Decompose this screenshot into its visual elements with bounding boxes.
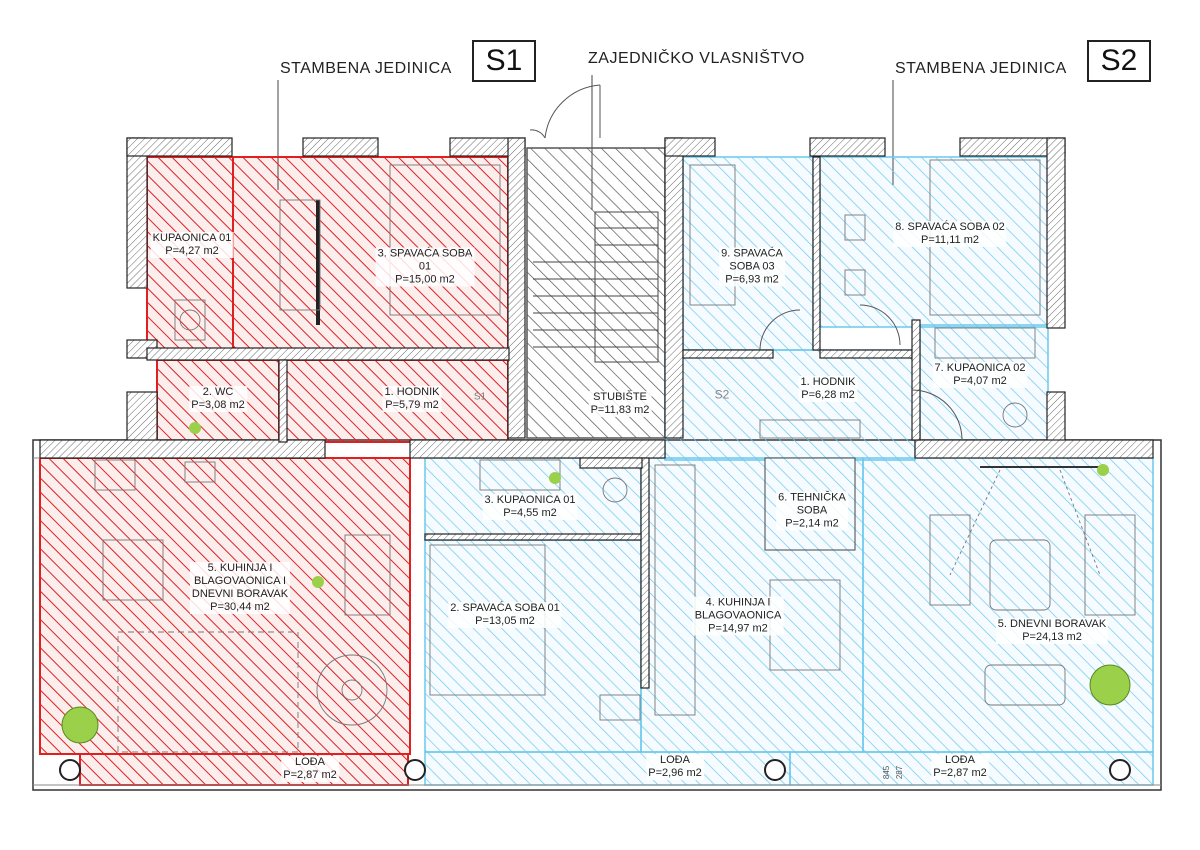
room-name: STUBIŠTE — [593, 391, 647, 403]
room-name: 3. KUPAONICA 01 — [484, 494, 576, 506]
room-label-s2-loda1: LOĐA P=2,96 m2 — [646, 754, 704, 780]
unit-tag-s2: S2 — [714, 387, 730, 402]
room-name: 8. SPAVAĆA SOBA 02 — [895, 221, 1005, 233]
unit-right-title: STAMBENA JEDINICA — [895, 60, 1067, 77]
room-name: 3. SPAVAĆA SOBA — [377, 247, 473, 260]
room-area: P=3,08 m2 — [191, 399, 245, 411]
dimension-label: 287 — [895, 765, 905, 780]
room-label-s2-tehnicka: 6. TEHNIČKA SOBA P=2,14 m2 — [776, 491, 848, 531]
room-area: P=6,28 m2 — [801, 389, 855, 401]
room-name: 1. HODNIK — [384, 386, 440, 398]
stubiste-zone — [526, 147, 666, 439]
room-name: 9. SPAVAĆA — [721, 247, 783, 260]
room-area: P=14,97 m2 — [708, 622, 768, 635]
dimension-label: 845 — [882, 765, 892, 780]
room-name-line2: SOBA 03 — [729, 260, 775, 273]
columns — [59, 759, 1131, 781]
room-name-line2: SOBA — [796, 504, 828, 517]
railings — [33, 457, 1161, 786]
room-name-line2: 01 — [418, 260, 432, 273]
room-area: P=2,87 m2 — [283, 769, 337, 781]
room-name: 5. DNEVNI BORAVAK — [997, 618, 1107, 630]
room-name: 5. KUHINJA I — [207, 562, 273, 574]
room-area: P=2,87 m2 — [933, 767, 987, 779]
room-label-s2-spavaca01: 2. SPAVAĆA SOBA 01 P=13,05 m2 — [448, 602, 562, 628]
room-label-s2-spavaca03: 9. SPAVAĆA SOBA 03 P=6,93 m2 — [719, 247, 785, 287]
room-name: 2. WC — [202, 386, 234, 398]
room-name: 4. KUHINJA I — [705, 596, 771, 609]
s1-loda-zone — [79, 753, 409, 786]
room-label-s2-hodnik: 1. HODNIK P=6,28 m2 — [798, 376, 858, 402]
stair-treads — [533, 211, 659, 363]
s2-loda1-zone — [424, 751, 791, 786]
room-area: P=5,79 m2 — [385, 399, 439, 411]
doors — [529, 84, 963, 441]
room-area: P=30,44 m2 — [210, 601, 270, 613]
room-area: P=4,55 m2 — [503, 507, 557, 519]
unit-left-title: STAMBENA JEDINICA — [280, 60, 452, 77]
room-label-s1-kuhinja: 5. KUHINJA I BLAGOVAONICA I DNEVNI BORAV… — [189, 562, 291, 614]
room-area: P=13,05 m2 — [475, 615, 535, 627]
room-name-line3: DNEVNI BORAVAK — [191, 588, 289, 600]
furniture — [94, 159, 1136, 753]
plants — [61, 422, 1131, 744]
room-label-s2-dnevni: 5. DNEVNI BORAVAK P=24,13 m2 — [995, 618, 1109, 644]
room-label-s1-spavaca: 3. SPAVAĆA SOBA 01 P=15,00 m2 — [375, 247, 475, 287]
room-label-s1-wc: 2. WC P=3,08 m2 — [189, 386, 247, 412]
room-label-s2-kupaonica02: 7. KUPAONICA 02 P=4,07 m2 — [932, 362, 1028, 388]
room-label-s2-spavaca02: 8. SPAVAĆA SOBA 02 P=11,11 m2 — [893, 221, 1007, 247]
room-area: P=24,13 m2 — [1022, 631, 1082, 643]
room-area: P=4,27 m2 — [165, 245, 219, 257]
unit-right-id-box: S2 — [1087, 40, 1151, 82]
s2-dnevni-zone — [862, 457, 1154, 753]
room-name-line2: BLAGOVAONICA I — [193, 575, 287, 587]
room-label-s2-kuhinja: 4. KUHINJA I BLAGOVAONICA P=14,97 m2 — [692, 596, 784, 636]
room-label-stubiste: STUBIŠTE P=11,83 m2 — [588, 391, 652, 417]
room-name: LOĐA — [295, 756, 325, 768]
room-name: 6. TEHNIČKA — [778, 491, 846, 504]
room-label-s1-loda: LOĐA P=2,87 m2 — [281, 756, 339, 782]
room-name: 7. KUPAONICA 02 — [934, 362, 1026, 374]
room-area: P=2,14 m2 — [785, 517, 839, 530]
room-area: P=6,93 m2 — [725, 273, 779, 286]
room-name: KUPAONICA 01 — [152, 232, 232, 244]
unit-left-id-box: S1 — [472, 40, 536, 82]
common-ownership-title: ZAJEDNIČKO VLASNIŠTVO — [588, 50, 805, 67]
room-label-s1-kupaonica: KUPAONICA 01 P=4,27 m2 — [150, 232, 234, 258]
room-label-s2-kupaonica01: 3. KUPAONICA 01 P=4,55 m2 — [482, 494, 578, 520]
room-name: 1. HODNIK — [800, 376, 856, 388]
room-area: P=11,83 m2 — [590, 404, 650, 416]
room-name-line2: BLAGOVAONICA — [694, 609, 782, 622]
room-label-s1-hodnik: 1. HODNIK P=5,79 m2 — [382, 386, 442, 412]
unit-tag-s1: S1 — [473, 391, 487, 403]
room-label-s2-loda2: LOĐA P=2,87 m2 — [931, 754, 989, 780]
room-name: LOĐA — [660, 754, 690, 766]
room-area: P=2,96 m2 — [648, 767, 702, 779]
room-name: 2. SPAVAĆA SOBA 01 — [450, 602, 560, 614]
room-area: P=15,00 m2 — [395, 273, 455, 286]
room-name: LOĐA — [945, 754, 975, 766]
s2-hodnik-zone — [664, 349, 916, 461]
s2-spavaca01-zone — [424, 539, 642, 753]
room-area: P=11,11 m2 — [920, 234, 979, 246]
walls — [39, 137, 1154, 689]
room-area: P=4,07 m2 — [953, 375, 1007, 387]
